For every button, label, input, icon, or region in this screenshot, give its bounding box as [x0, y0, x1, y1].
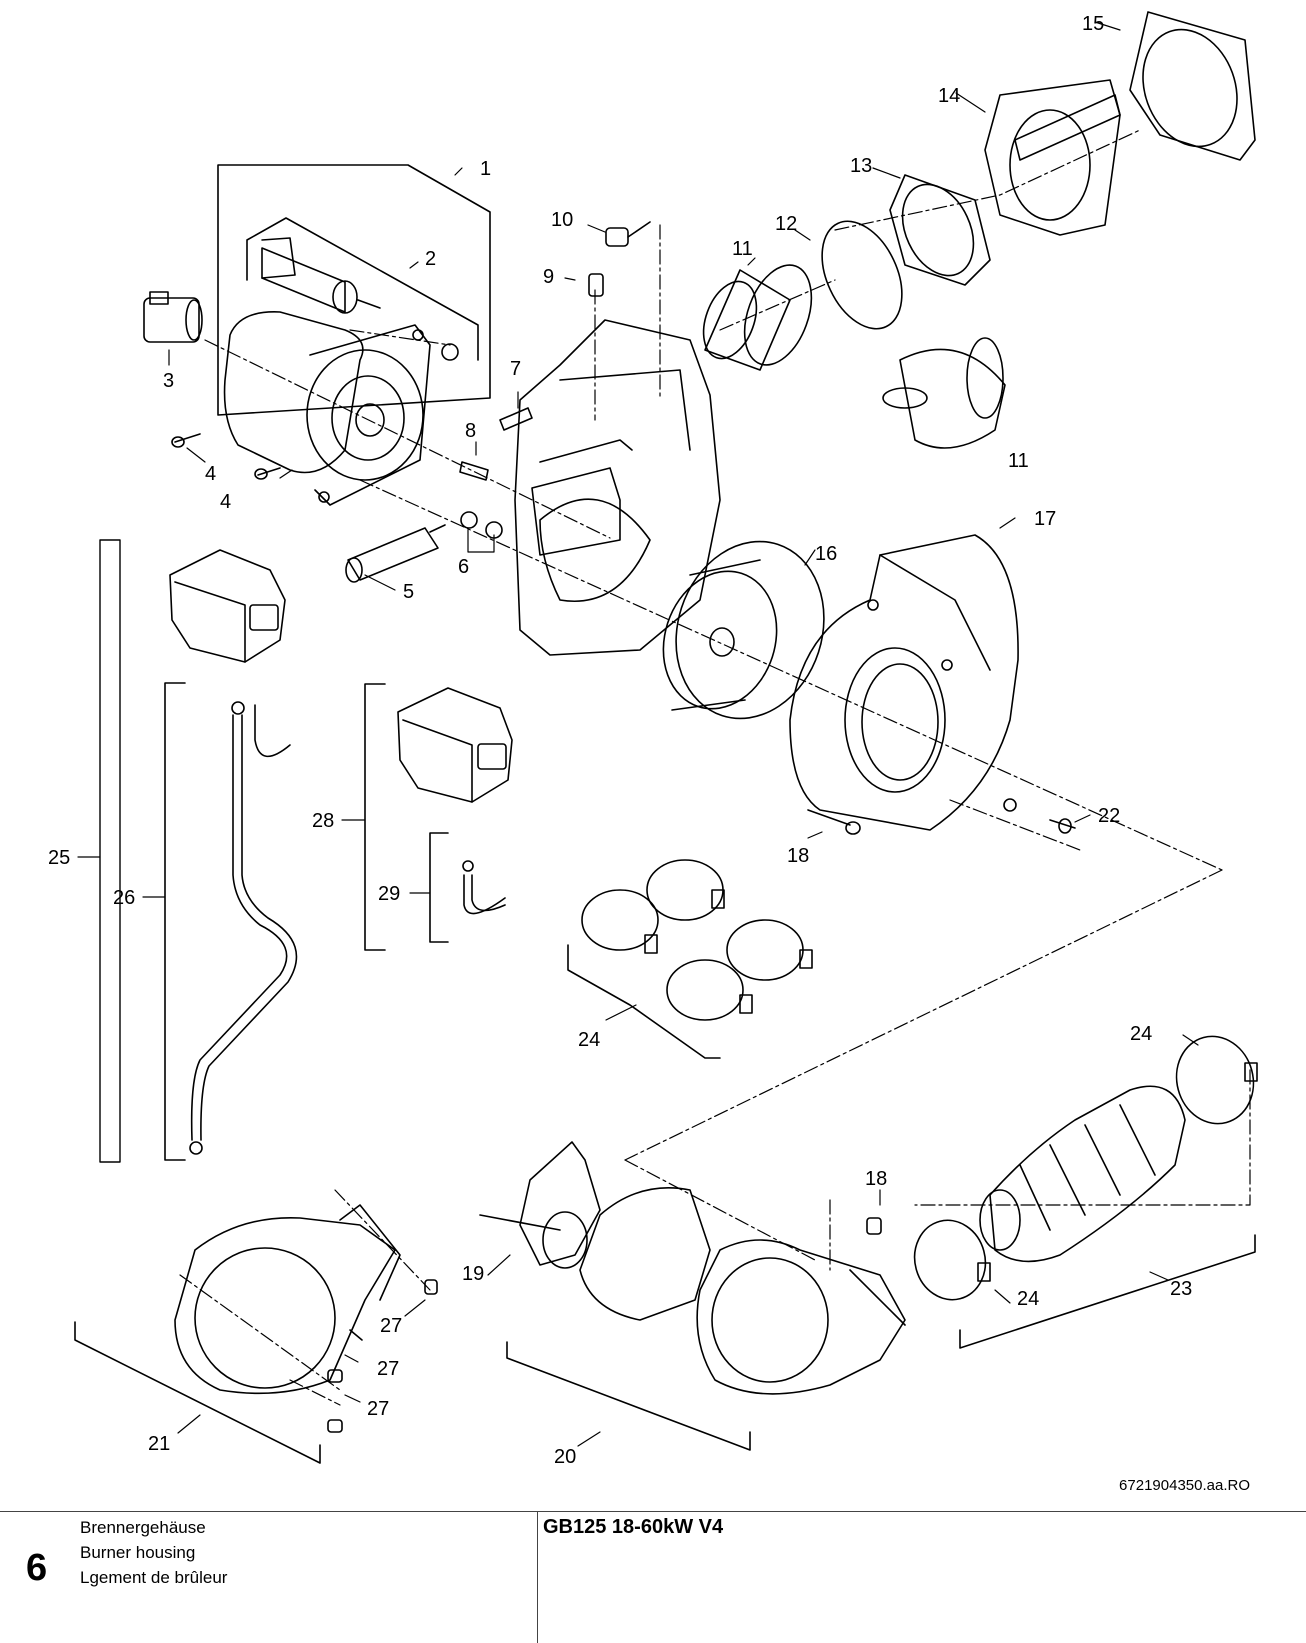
bracket-20 — [506, 1341, 751, 1451]
bracket-25 — [99, 539, 121, 1163]
reference-code: 6721904350.aa.RO — [1119, 1477, 1250, 1494]
part-28-control-box — [397, 687, 513, 803]
part-18-screw-b — [866, 1217, 882, 1235]
callout-24a: 24 — [578, 1029, 600, 1051]
bracket-21 — [74, 1321, 321, 1464]
title-german: Brennergehäuse — [80, 1518, 206, 1537]
callout-27b: 27 — [377, 1358, 399, 1380]
part-9-grub — [588, 273, 604, 297]
burner-housing-body — [514, 319, 721, 656]
callout-16: 16 — [815, 543, 837, 565]
callout-5: 5 — [403, 581, 414, 603]
callout-21: 21 — [148, 1433, 170, 1455]
bracket-28 — [364, 683, 386, 951]
part-10-bolt — [605, 221, 651, 247]
callout-3: 3 — [163, 370, 174, 392]
part-16-fan-wheel — [662, 540, 825, 720]
part-11-sleeve — [882, 337, 1006, 449]
callout-18a: 18 — [787, 845, 809, 867]
part-18-screw-a — [807, 809, 861, 835]
section-titles: Brennergehäuse Burner housing Lgement de… — [80, 1515, 227, 1590]
callout-14: 14 — [938, 85, 960, 107]
footer-divider — [0, 1511, 1306, 1512]
part-5-spacer — [345, 524, 446, 583]
part-11-strainer — [702, 264, 813, 371]
part-2-capacitor — [261, 237, 459, 361]
callout-15: 15 — [1082, 13, 1104, 35]
part-17-fan-housing — [789, 534, 1019, 831]
callout-9: 9 — [543, 266, 554, 288]
part-19-panel — [479, 1141, 601, 1269]
page-number: 6 — [26, 1547, 48, 1589]
bracket-26 — [164, 682, 186, 1161]
part-21-housing — [174, 1204, 438, 1433]
title-french: Lgement de brûleur — [80, 1568, 228, 1587]
part-24-clamp-c — [913, 1219, 991, 1301]
part-1-motor — [223, 311, 431, 506]
callout-26: 26 — [113, 887, 135, 909]
callout-4b: 4 — [220, 491, 231, 513]
part-4-screw-a — [171, 433, 201, 448]
callout-13: 13 — [850, 155, 872, 177]
part-7-nipple — [499, 407, 533, 431]
callout-10: 10 — [551, 209, 573, 231]
callout-27a: 27 — [380, 1315, 402, 1337]
bracket-2 — [246, 217, 479, 361]
callout-24b: 24 — [1130, 1023, 1152, 1045]
part-14-flange — [984, 79, 1121, 236]
callout-28: 28 — [312, 810, 334, 832]
part-20-housing — [579, 1187, 906, 1395]
part-22-screw — [1003, 798, 1076, 834]
part-12-ring — [821, 220, 903, 330]
part-24-clamps-a — [581, 859, 813, 1021]
callout-12: 12 — [775, 213, 797, 235]
callout-11a: 11 — [732, 238, 753, 260]
model-name: GB125 18-60kW V4 — [543, 1516, 724, 1538]
callout-22: 22 — [1098, 805, 1120, 827]
title-english: Burner housing — [80, 1543, 196, 1562]
part-6-grommets — [460, 511, 503, 539]
part-24-clamp-b — [1175, 1035, 1258, 1125]
part-25-control-box — [169, 549, 286, 663]
part-4-screw-b — [254, 467, 281, 480]
part-8-clip — [459, 461, 489, 481]
callout-25: 25 — [48, 847, 70, 869]
bracket-1 — [217, 164, 491, 416]
callout-11b: 11 — [1008, 450, 1029, 472]
callout-19: 19 — [462, 1263, 484, 1285]
part-13-gasket — [889, 174, 991, 286]
callout-23: 23 — [1170, 1278, 1192, 1300]
part-3-plug — [143, 291, 203, 343]
part-26-tube — [189, 701, 298, 1155]
callout-1: 1 — [480, 158, 491, 180]
callout-6: 6 — [458, 556, 469, 578]
callout-29: 29 — [378, 883, 400, 905]
bracket-23 — [959, 1234, 1256, 1349]
callout-8: 8 — [465, 420, 476, 442]
callout-24c: 24 — [1017, 1288, 1039, 1310]
callout-4a: 4 — [205, 463, 216, 485]
bracket-24-top — [567, 944, 721, 1059]
part-15-plate — [1129, 11, 1256, 161]
callout-20: 20 — [554, 1446, 576, 1468]
bracket-29 — [429, 832, 449, 943]
part-29-tube — [462, 860, 506, 915]
callout-2: 2 — [425, 248, 436, 270]
callout-17: 17 — [1034, 508, 1056, 530]
callout-27c: 27 — [367, 1398, 389, 1420]
callout-18b: 18 — [865, 1168, 887, 1190]
exploded-parts-diagram: 1 2 3 4 4 5 6 7 8 9 10 11 11 12 13 14 15… — [48, 11, 1258, 1494]
part-23-bellows — [979, 1085, 1186, 1263]
callout-7: 7 — [510, 358, 521, 380]
footer-column-divider — [537, 1511, 538, 1643]
